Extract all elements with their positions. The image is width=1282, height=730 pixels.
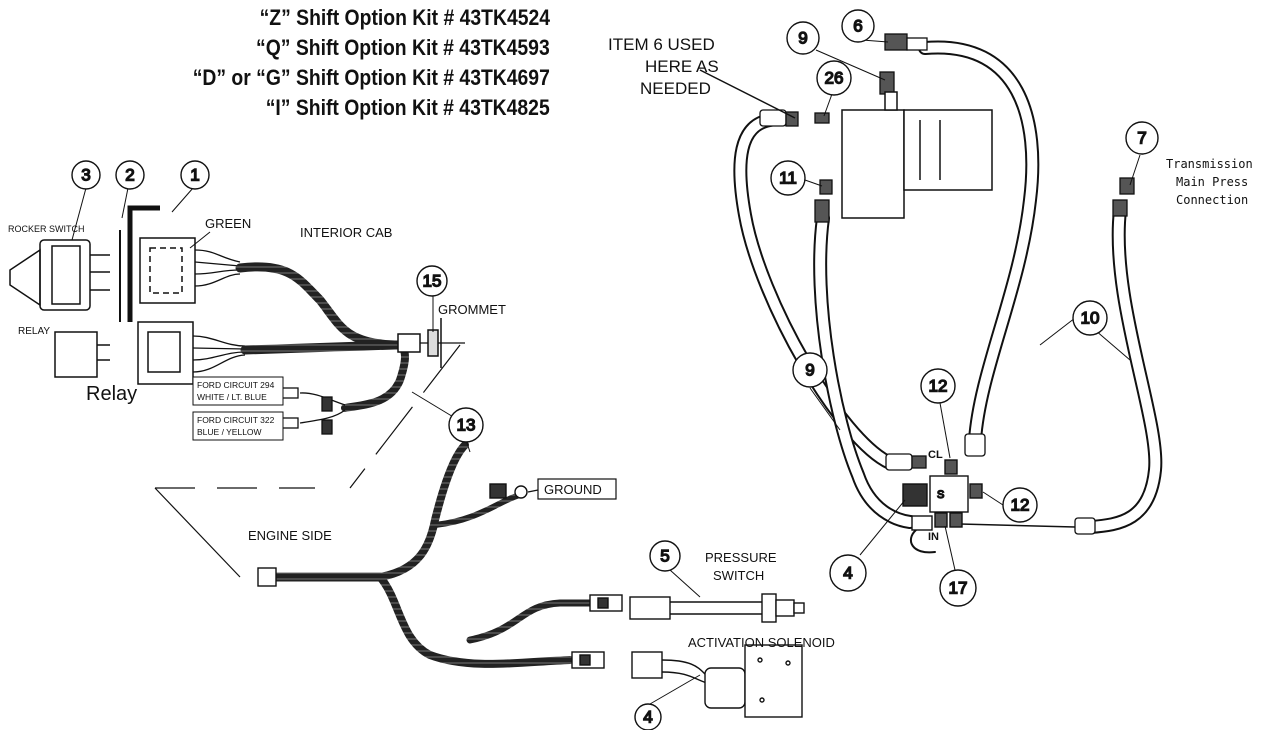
firewall-divider xyxy=(154,344,461,578)
label-item6-line1: ITEM 6 USED xyxy=(608,35,715,54)
svg-text:10: 10 xyxy=(1081,309,1100,328)
engine-harness xyxy=(270,441,594,668)
svg-text:5: 5 xyxy=(660,547,669,566)
callout-3: 3 xyxy=(71,160,101,190)
ford-circuit-294-line2: WHITE / LT. BLUE xyxy=(197,392,267,402)
callout-17: 17 xyxy=(939,569,977,607)
svg-text:3: 3 xyxy=(81,166,90,185)
label-engine-side: ENGINE SIDE xyxy=(248,528,332,543)
label-interior-cab: INTERIOR CAB xyxy=(300,225,392,240)
svg-text:9: 9 xyxy=(798,29,807,48)
kit-title-z: “Z” Shift Option Kit # 43TK4524 xyxy=(259,5,550,30)
label-transmission-line1: Transmission xyxy=(1166,157,1253,171)
label-relay: Relay xyxy=(86,383,137,405)
kit-title-q: “Q” Shift Option Kit # 43TK4593 xyxy=(256,35,550,60)
svg-text:1: 1 xyxy=(190,166,199,185)
callout-5-left: 5 xyxy=(649,540,681,572)
label-item6-line2: HERE AS xyxy=(645,57,719,76)
right-leader-lines xyxy=(804,39,1141,571)
label-activation-solenoid: ACTIVATION SOLENOID xyxy=(688,635,835,650)
callout-10: 10 xyxy=(1072,300,1108,336)
svg-text:2: 2 xyxy=(125,166,134,185)
interior-connector-upper xyxy=(139,237,196,304)
ford-circuit-294-line1: FORD CIRCUIT 294 xyxy=(197,380,275,390)
label-item6-line3: NEEDED xyxy=(640,79,711,98)
svg-text:6: 6 xyxy=(853,17,862,36)
callout-15: 15 xyxy=(416,265,448,297)
callout-13: 13 xyxy=(448,407,484,443)
label-pressure-line1: PRESSURE xyxy=(705,550,777,565)
label-ground: GROUND xyxy=(544,482,602,497)
callout-9-top: 9 xyxy=(786,21,820,55)
callout-6: 6 xyxy=(841,9,875,43)
hydraulic-hoses xyxy=(733,40,1163,554)
svg-text:26: 26 xyxy=(825,69,844,88)
rocker-switch xyxy=(9,239,110,311)
svg-text:4: 4 xyxy=(643,708,652,727)
svg-text:12: 12 xyxy=(929,377,948,396)
label-transmission-line3: Connection xyxy=(1176,193,1248,207)
callout-26: 26 xyxy=(816,60,852,96)
callout-7: 7 xyxy=(1125,121,1159,155)
label-transmission-line2: Main Press xyxy=(1176,175,1248,189)
mounting-bracket xyxy=(119,205,160,322)
kit-title-i: “I” Shift Option Kit # 43TK4825 xyxy=(266,95,550,120)
label-cl: CL xyxy=(928,449,943,461)
label-pressure-line2: SWITCH xyxy=(713,568,764,583)
ford-circuit-labels: FORD CIRCUIT 294 WHITE / LT. BLUE FORD C… xyxy=(192,376,284,441)
callout-circles: 3 2 1 15 13 5 4 9 6 26 11 7 10 9 12 12 4… xyxy=(71,9,1159,730)
svg-text:15: 15 xyxy=(423,272,442,291)
ford-circuit-plugs xyxy=(279,387,346,435)
callout-12-right: 12 xyxy=(1002,487,1038,523)
activation-solenoid xyxy=(631,644,803,718)
callout-2: 2 xyxy=(115,160,145,190)
transmission-valve-body xyxy=(841,91,993,219)
ford-circuit-322-line2: BLUE / YELLOW xyxy=(197,427,262,437)
svg-text:11: 11 xyxy=(779,169,797,188)
connector-wires xyxy=(192,249,246,373)
svg-text:13: 13 xyxy=(457,416,476,435)
hose-fittings xyxy=(759,33,1135,535)
callout-1: 1 xyxy=(180,160,210,190)
valve-letter-s: S xyxy=(937,489,944,501)
callout-9-mid: 9 xyxy=(792,352,828,388)
svg-text:4: 4 xyxy=(843,564,852,583)
label-green: GREEN xyxy=(205,216,251,231)
svg-text:12: 12 xyxy=(1011,496,1030,515)
kit-title-d-g: “D” or “G” Shift Option Kit # 43TK4697 xyxy=(192,65,550,90)
svg-text:9: 9 xyxy=(805,361,814,380)
label-relay-caps: RELAY xyxy=(18,326,50,337)
callout-4-right: 4 xyxy=(829,554,867,592)
callout-11: 11 xyxy=(770,160,806,196)
label-grommet: GROMMET xyxy=(438,302,506,317)
svg-text:17: 17 xyxy=(949,579,968,598)
left-leader-lines xyxy=(71,187,701,705)
item6-leader xyxy=(699,69,796,119)
callout-12-top: 12 xyxy=(920,368,956,404)
pressure-switch xyxy=(629,593,805,623)
interior-connector-lower xyxy=(137,321,194,385)
label-in: IN xyxy=(928,531,939,543)
ford-circuit-322-line1: FORD CIRCUIT 322 xyxy=(197,415,275,425)
label-rocker-switch: ROCKER SWITCH xyxy=(8,224,85,234)
engine-connectors xyxy=(257,483,623,669)
callout-4-left: 4 xyxy=(634,703,662,730)
svg-text:7: 7 xyxy=(1137,129,1146,148)
relay xyxy=(54,331,110,378)
shift-valve-block: S xyxy=(902,459,983,531)
